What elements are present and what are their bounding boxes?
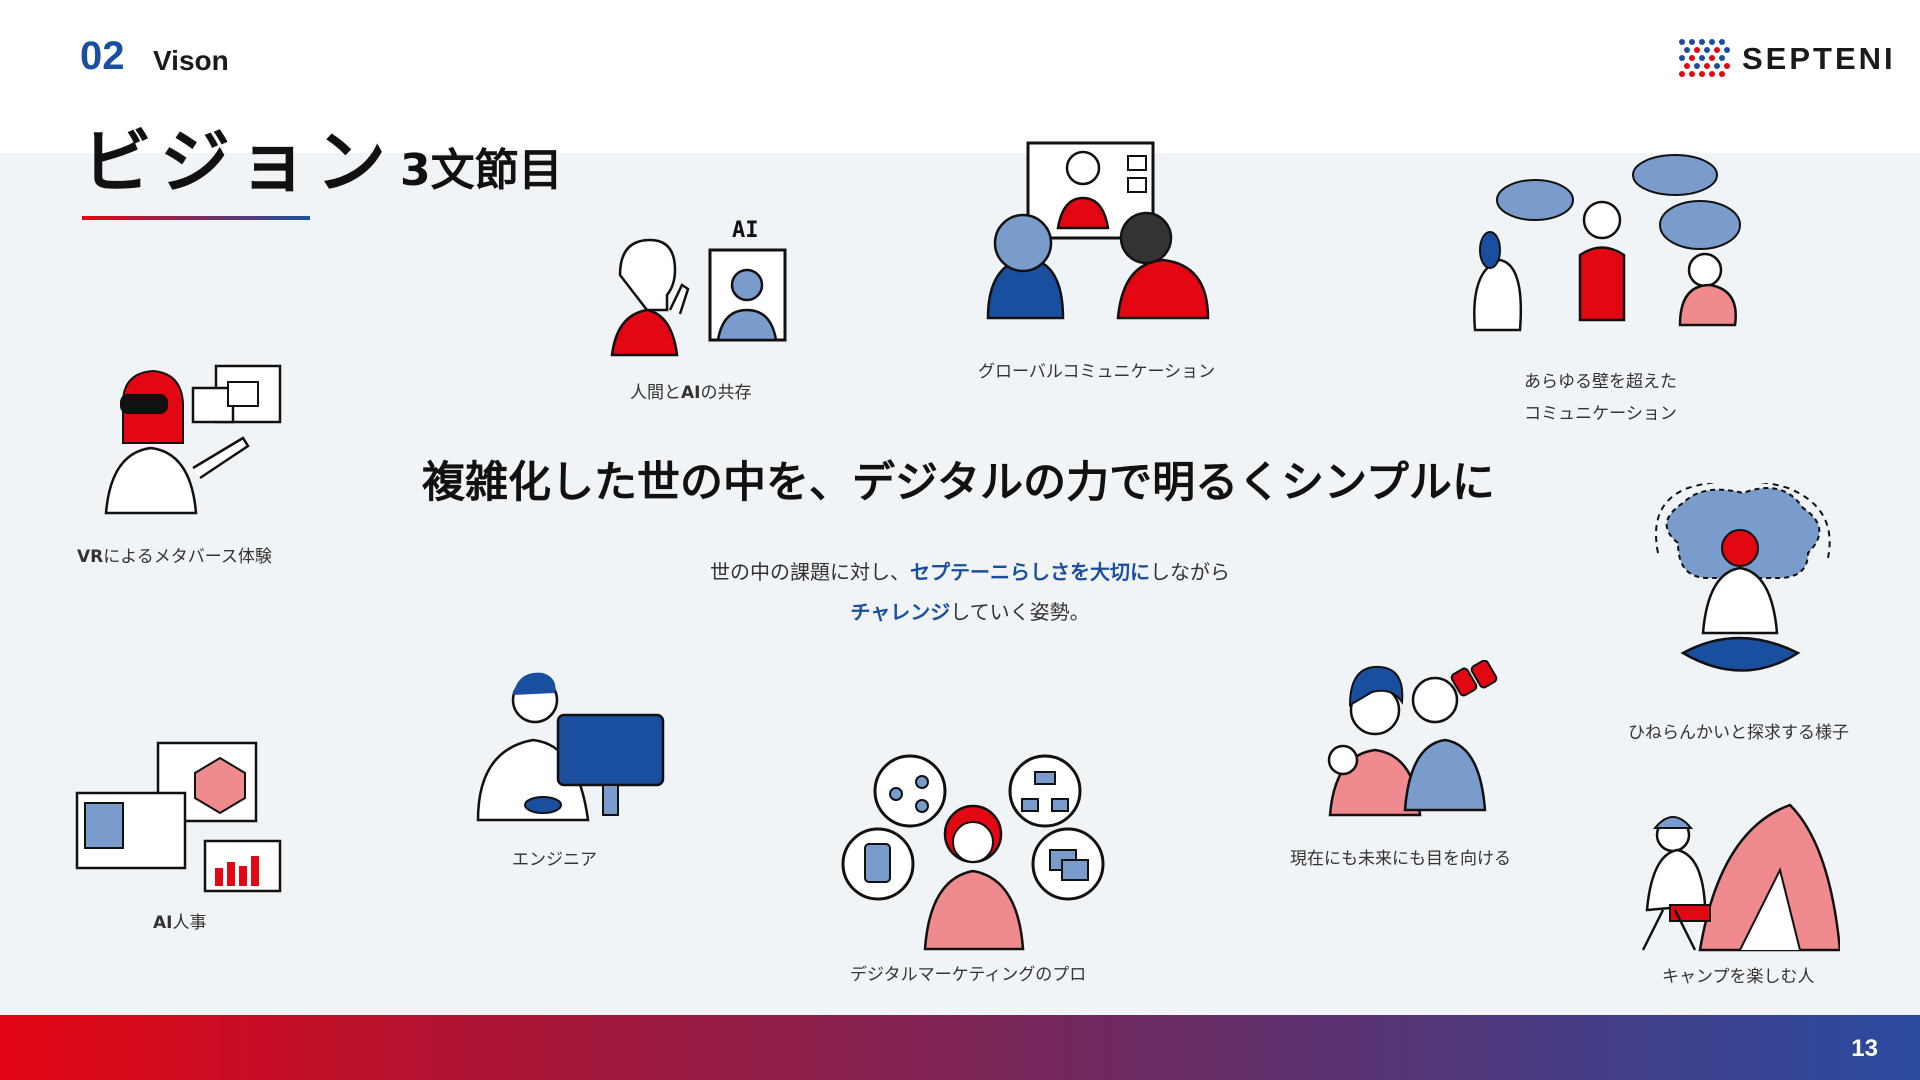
description-line-1: 世の中の課題に対し、セプテーニらしさを大切にしながら [710, 560, 1230, 584]
section-name: Vison [153, 45, 229, 76]
description-line-2: チャレンジしていく姿勢。 [850, 600, 1090, 624]
engineer-illustration [476, 672, 665, 822]
caption-ai-hr: AI人事 [153, 913, 207, 933]
vr-illustration [104, 364, 282, 515]
beyond-walls-illustration [1473, 154, 1741, 332]
caption-vr: VRによるメタバース体験 [77, 547, 272, 567]
human-ai-illustration: AI [610, 218, 787, 357]
caption-engineer: エンジニア [512, 850, 597, 870]
future-illustration [1327, 660, 1498, 817]
caption-beyond-walls: あらゆる壁を超えた コミュニケーション [1524, 372, 1677, 424]
page-subtitle: 3文節目 [400, 145, 563, 196]
camp-illustration [1641, 803, 1840, 952]
logo-text: SEPTENI [1742, 41, 1896, 76]
title-underline [82, 216, 310, 220]
caption-camp: キャンプを楽しむ人 [1662, 967, 1815, 987]
caption-global-communication: グローバルコミュニケーション [978, 362, 1216, 382]
ai-hr-illustration [75, 741, 282, 893]
global-communication-illustration [986, 141, 1210, 320]
caption-curious: ひねらんかいと探求する様子 [1628, 723, 1849, 743]
section-number: 02 [80, 34, 125, 78]
septeni-logo: SEPTENI [1678, 38, 1896, 80]
page-number: 13 [1851, 1035, 1878, 1062]
curious-illustration [1655, 483, 1831, 672]
caption-human-ai: 人間とAIの共存 [630, 383, 752, 403]
caption-future: 現在にも未来にも目を向ける [1290, 849, 1511, 869]
vision-headline: 複雑化した世の中を、デジタルの力で明るくシンプルに [422, 458, 1495, 508]
vision-description: 世の中の課題に対し、セプテーニらしさを大切にしながら チャレンジしていく姿勢。 [560, 552, 1380, 632]
ai-label: AI [732, 218, 759, 243]
caption-digital-pro: デジタルマーケティングのプロ [850, 965, 1087, 985]
logo-dots-icon [1679, 39, 1730, 77]
digital-pro-illustration [841, 754, 1105, 951]
page-title: ビジョン [82, 121, 394, 203]
footer-gradient-bar [0, 1015, 1920, 1080]
